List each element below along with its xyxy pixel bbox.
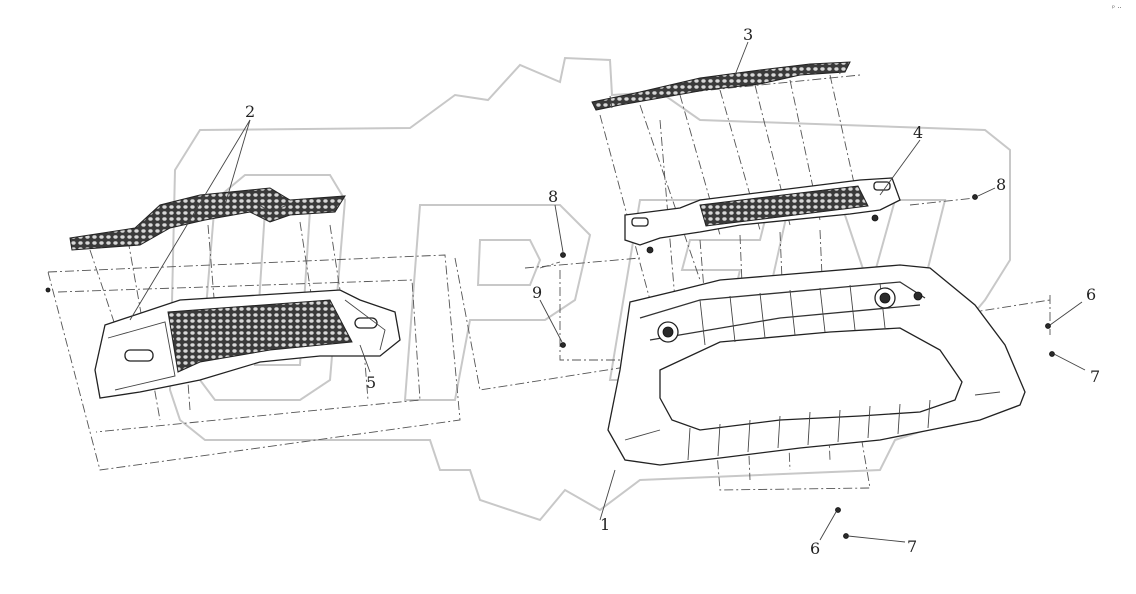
part-4-center-right-grille <box>624 177 901 254</box>
callout-8-left: 8 <box>548 187 558 206</box>
fastener-8-left <box>560 252 566 258</box>
callout-7-bottom: 7 <box>907 537 917 556</box>
callout-3: 3 <box>743 25 753 44</box>
callout-labels: 1 2 3 4 5 6 6 7 7 8 8 9 ᵖ ·· <box>245 4 1122 558</box>
part-1-main-bumper-frame <box>607 264 1026 466</box>
callout-7-right: 7 <box>1090 367 1100 386</box>
callout-4: 4 <box>913 123 923 142</box>
leader-lines <box>129 41 1086 543</box>
part-2-upper-left-grille-strip <box>69 187 346 251</box>
fastener-9 <box>560 342 566 348</box>
corner-mark: ᵖ ·· <box>1112 4 1122 12</box>
fastener-8-right <box>972 194 978 200</box>
fastener-left-edge <box>45 287 51 293</box>
fastener-7-bottom <box>843 533 849 539</box>
assembly-lines-left <box>47 221 1051 471</box>
fastener-6-bottom <box>835 507 841 513</box>
callout-8-right: 8 <box>996 175 1006 194</box>
callout-6-right: 6 <box>1086 285 1096 304</box>
part-5-lower-left-grille <box>94 289 401 399</box>
callout-9: 9 <box>532 283 542 302</box>
callout-6-bottom: 6 <box>810 539 820 558</box>
part-3-upper-right-grille-strip <box>591 61 851 111</box>
callout-5: 5 <box>366 373 376 392</box>
callout-1: 1 <box>600 515 610 534</box>
callout-2: 2 <box>245 102 255 121</box>
fastener-6-right <box>1045 323 1051 329</box>
fastener-7-right <box>1049 351 1055 357</box>
